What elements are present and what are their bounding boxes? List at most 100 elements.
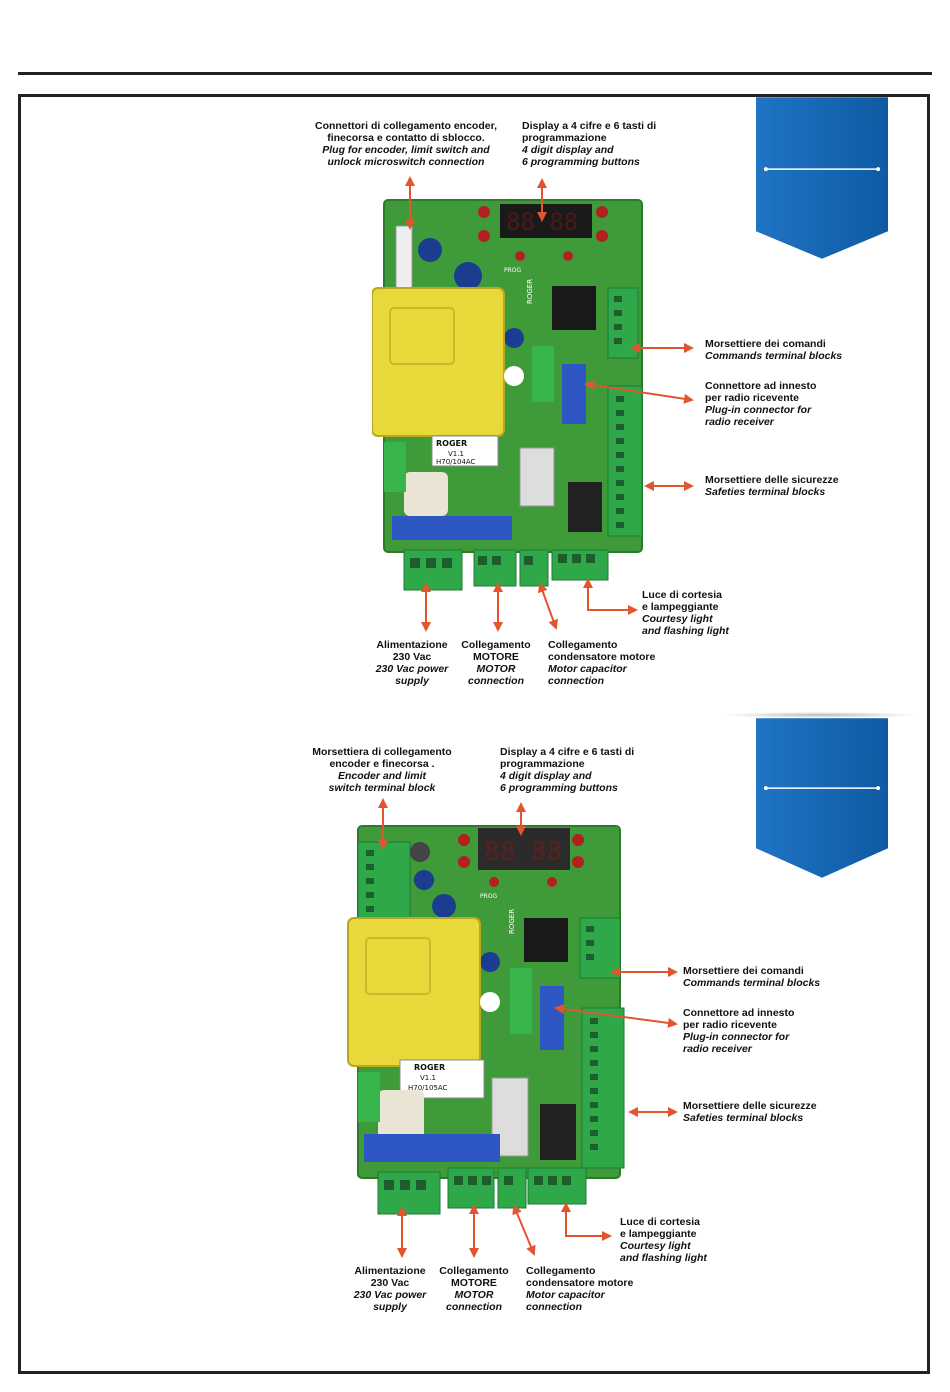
page-frame (18, 94, 930, 1374)
header-rule (18, 72, 932, 75)
callout-en: connection (445, 1301, 502, 1313)
callout-it: Display a 4 cifre e 6 tasti di (522, 120, 657, 132)
callout-it: e lampeggiante (642, 601, 719, 613)
callout-motor: Collegamento MOTORE MOTOR connection (456, 639, 536, 687)
prog-label: PROG (504, 267, 522, 274)
callout-it: Morsettiere dei comandi (705, 338, 826, 350)
callout-it: Luce di cortesia (620, 1216, 700, 1228)
callout-capacitor-2: Collegamento condensatore motore Motor c… (526, 1265, 656, 1313)
callout-it: programmazione (522, 132, 607, 144)
svg-text:88 88: 88 88 (484, 837, 562, 867)
callout-en: and flashing light (642, 625, 729, 637)
callout-it: MOTORE (451, 1277, 497, 1289)
callout-it: Collegamento (526, 1265, 596, 1277)
prog-label-2: PROG (480, 893, 498, 900)
callout-radio: Connettore ad innesto per radio ricevent… (705, 380, 875, 428)
control-board-2: 88 88 PROG ROGER ROGER V1.1 H70/105AC (347, 825, 625, 1215)
board-model: H70/104AC (436, 458, 476, 466)
callout-it: Connettore ad innesto (705, 380, 817, 392)
callout-en: 6 programming buttons (522, 156, 640, 168)
board-brand-2: ROGER (414, 1063, 445, 1072)
callout-en: unlock microswitch connection (327, 156, 485, 168)
callout-en: 4 digit display and (500, 770, 592, 782)
callout-it: 230 Vac (370, 1277, 410, 1289)
callout-it: Collegamento (548, 639, 618, 651)
callout-safeties: Morsettiere delle sicurezze Safeties ter… (705, 474, 875, 498)
callout-display-2: Display a 4 cifre e 6 tasti di programma… (500, 746, 670, 794)
control-board-1: 88 88 PROG ROGER ROGER V1.1 H70/104AC (372, 199, 643, 591)
callout-it: Morsettiera di collegamento (312, 746, 452, 758)
callout-it: Connettori di collegamento encoder, (314, 120, 498, 132)
callout-it: Collegamento (461, 639, 531, 651)
callout-en: Courtesy light (620, 1240, 691, 1252)
callout-it: Alimentazione (376, 639, 448, 651)
callout-it: Connettore ad innesto (683, 1007, 795, 1019)
callout-commands-2: Morsettiere dei comandi Commands termina… (683, 965, 853, 989)
callout-it: encoder e finecorsa . (329, 758, 435, 770)
callout-display: Display a 4 cifre e 6 tasti di programma… (522, 120, 692, 168)
blue-ribbon-2 (756, 718, 888, 878)
callout-en: Motor capacitor (526, 1289, 605, 1301)
callout-en: radio receiver (705, 416, 774, 428)
board-model-2: H70/105AC (408, 1084, 448, 1092)
callout-en: Encoder and limit (337, 770, 427, 782)
callout-en: Commands terminal blocks (683, 977, 821, 989)
brand-vertical-2: ROGER (508, 909, 516, 934)
callout-en: 4 digit display and (522, 144, 614, 156)
callout-it: e lampeggiante (620, 1228, 697, 1240)
callout-motor-2: Collegamento MOTORE MOTOR connection (434, 1265, 514, 1313)
callout-it: finecorsa e contatto di sblocco. (327, 132, 485, 144)
callout-it: Morsettiere delle sicurezze (705, 474, 839, 486)
callout-en: Plug for encoder, limit switch and (322, 144, 490, 156)
callout-encoder-plug: Connettori di collegamento encoder, fine… (300, 120, 512, 168)
callout-en: 230 Vac power (353, 1289, 427, 1301)
brand-vertical: ROGER (526, 279, 534, 304)
callout-capacitor: Collegamento condensatore motore Motor c… (548, 639, 678, 687)
blue-ribbon-1 (756, 97, 888, 259)
callout-courtesy-2: Luce di cortesia e lampeggiante Courtesy… (620, 1216, 750, 1264)
callout-en: supply (373, 1301, 407, 1313)
callout-en: connection (526, 1301, 583, 1313)
board-brand: ROGER (436, 439, 467, 448)
callout-it: per radio ricevente (683, 1019, 777, 1031)
callout-en: Plug-in connector for (705, 404, 812, 416)
callout-it: Collegamento (439, 1265, 509, 1277)
callout-en: switch terminal block (328, 782, 436, 794)
callout-it: Alimentazione (354, 1265, 426, 1277)
board-version-2: V1.1 (420, 1074, 436, 1082)
callout-en: and flashing light (620, 1252, 707, 1264)
callout-en: Courtesy light (642, 613, 713, 625)
callout-en: connection (467, 675, 524, 687)
board-version: V1.1 (448, 450, 464, 458)
callout-encoder-terminal: Morsettiera di collegamento encoder e fi… (296, 746, 468, 794)
callout-en: MOTOR (454, 1289, 494, 1301)
callout-radio-2: Connettore ad innesto per radio ricevent… (683, 1007, 853, 1055)
callout-power: Alimentazione 230 Vac 230 Vac power supp… (366, 639, 458, 687)
callout-en: Plug-in connector for (683, 1031, 790, 1043)
callout-it: 230 Vac (392, 651, 432, 663)
callout-it: Morsettiere delle sicurezze (683, 1100, 817, 1112)
callout-en: Safeties terminal blocks (683, 1112, 804, 1124)
callout-courtesy: Luce di cortesia e lampeggiante Courtesy… (642, 589, 772, 637)
callout-en: 230 Vac power (375, 663, 449, 675)
callout-en: MOTOR (476, 663, 516, 675)
callout-it: per radio ricevente (705, 392, 799, 404)
callout-it: Luce di cortesia (642, 589, 722, 601)
callout-en: Safeties terminal blocks (705, 486, 826, 498)
callout-en: radio receiver (683, 1043, 752, 1055)
callout-en: connection (548, 675, 605, 687)
callout-safeties-2: Morsettiere delle sicurezze Safeties ter… (683, 1100, 853, 1124)
callout-it: MOTORE (473, 651, 519, 663)
callout-en: 6 programming buttons (500, 782, 618, 794)
callout-commands: Morsettiere dei comandi Commands termina… (705, 338, 875, 362)
callout-power-2: Alimentazione 230 Vac 230 Vac power supp… (344, 1265, 436, 1313)
callout-it: condensatore motore (526, 1277, 634, 1289)
callout-en: Commands terminal blocks (705, 350, 843, 362)
callout-en: supply (395, 675, 429, 687)
callout-it: condensatore motore (548, 651, 656, 663)
callout-it: Morsettiere dei comandi (683, 965, 804, 977)
callout-en: Motor capacitor (548, 663, 627, 675)
callout-it: Display a 4 cifre e 6 tasti di (500, 746, 635, 758)
callout-it: programmazione (500, 758, 585, 770)
